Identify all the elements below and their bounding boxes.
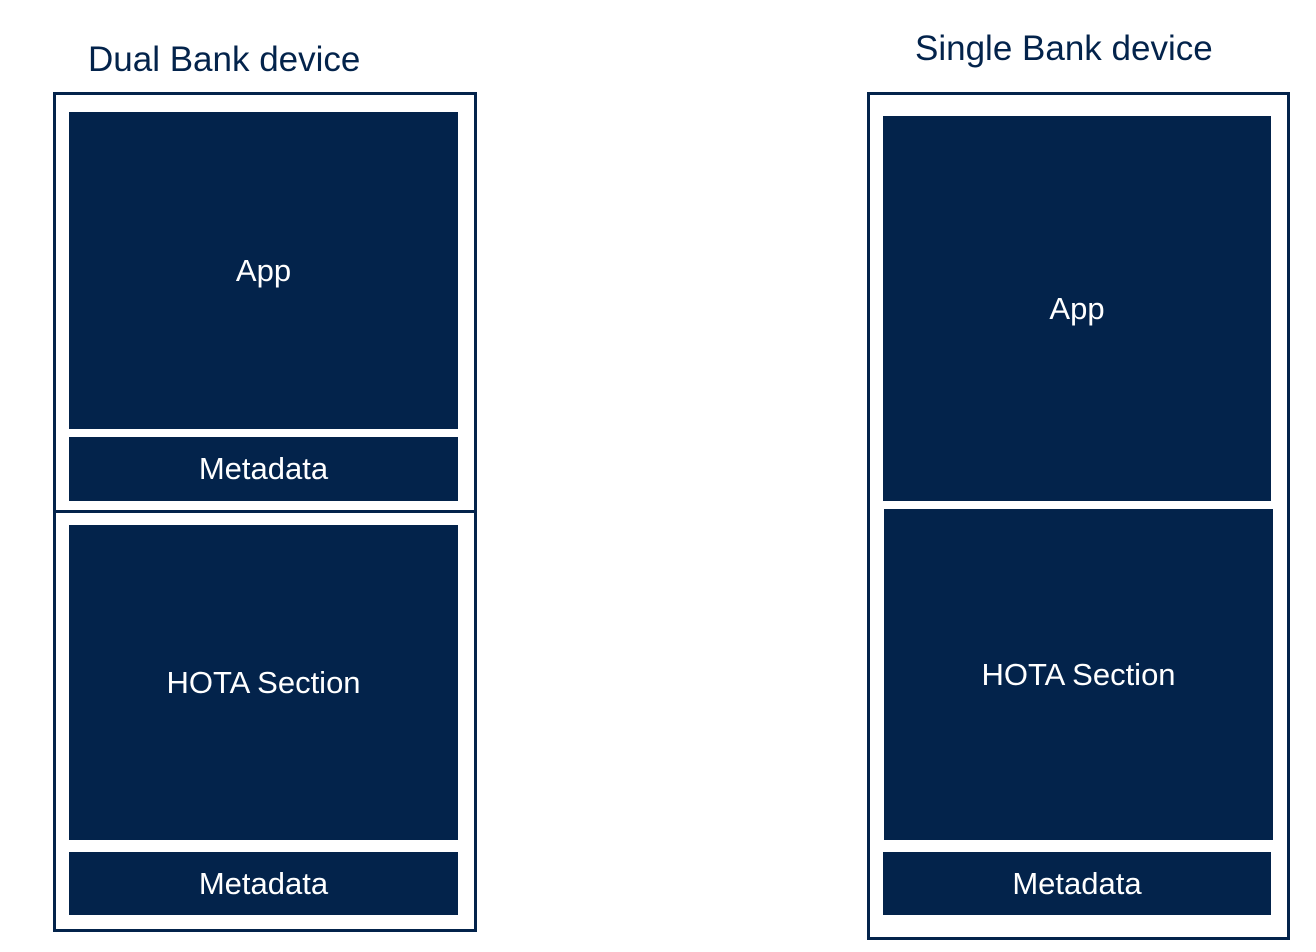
dual-bank-hota-block: HOTA Section — [69, 525, 458, 840]
dual-bank-metadata-block-2: Metadata — [69, 852, 458, 915]
dual-bank-hota-label: HOTA Section — [166, 664, 361, 700]
dual-bank-metadata-block-1: Metadata — [69, 437, 458, 501]
single-bank-title: Single Bank device — [915, 29, 1213, 68]
dual-bank-divider — [53, 510, 477, 513]
single-bank-app-label: App — [1049, 290, 1105, 326]
dual-bank-title: Dual Bank device — [88, 40, 361, 79]
single-bank-hota-label: HOTA Section — [981, 656, 1176, 692]
dual-bank-metadata-label-1: Metadata — [198, 451, 329, 486]
single-bank-hota-block: HOTA Section — [884, 509, 1273, 840]
dual-bank-metadata-label-2: Metadata — [198, 865, 329, 901]
single-bank-app-block: App — [883, 116, 1271, 501]
single-bank-metadata-label: Metadata — [1012, 865, 1142, 901]
dual-bank-app-block: App — [69, 112, 458, 429]
single-bank-metadata-block: Metadata — [883, 852, 1271, 915]
dual-bank-app-label: App — [235, 252, 292, 288]
